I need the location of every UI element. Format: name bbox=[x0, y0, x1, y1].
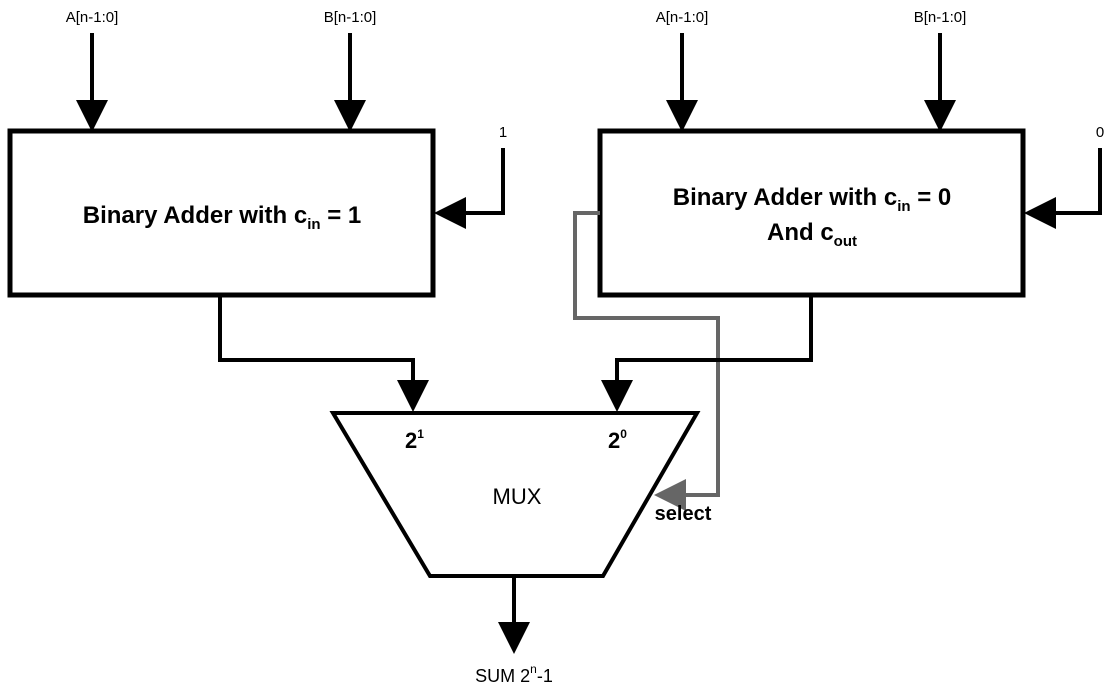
left-carry-in-arrow bbox=[434, 148, 505, 229]
right-a-input-label: A[n-1:0] bbox=[656, 9, 709, 26]
adder-cout-label: And cout bbox=[767, 219, 857, 250]
right-carry-in-arrow bbox=[1024, 148, 1102, 229]
left-a-input-label: A[n-1:0] bbox=[66, 9, 119, 26]
mux-label: MUX bbox=[493, 484, 542, 509]
adder-cin-0-output-wire bbox=[601, 297, 813, 412]
adder-cin-1-label: Binary Adder with cin = 1 bbox=[83, 202, 362, 233]
binary-adder-cin-1-box bbox=[7, 128, 436, 298]
mux-port-1-label: 21 bbox=[405, 427, 424, 453]
right-carry-in-label: 0 bbox=[1096, 124, 1104, 141]
mux-shape bbox=[329, 411, 701, 578]
mux-port-0-label: 20 bbox=[608, 427, 627, 453]
mux-select-label: select bbox=[655, 503, 712, 525]
left-carry-in-label: 1 bbox=[499, 124, 507, 141]
binary-adder-cin-0-box bbox=[597, 128, 1026, 298]
adder-cin-0-label: Binary Adder with cin = 0 bbox=[673, 184, 952, 215]
right-b-input-label: B[n-1:0] bbox=[914, 9, 967, 26]
sum-output-label: SUM 2n-1 bbox=[475, 662, 553, 686]
select-wire bbox=[573, 211, 720, 511]
adder-cin-1-output-wire bbox=[218, 297, 429, 412]
left-b-input-label: B[n-1:0] bbox=[324, 9, 377, 26]
